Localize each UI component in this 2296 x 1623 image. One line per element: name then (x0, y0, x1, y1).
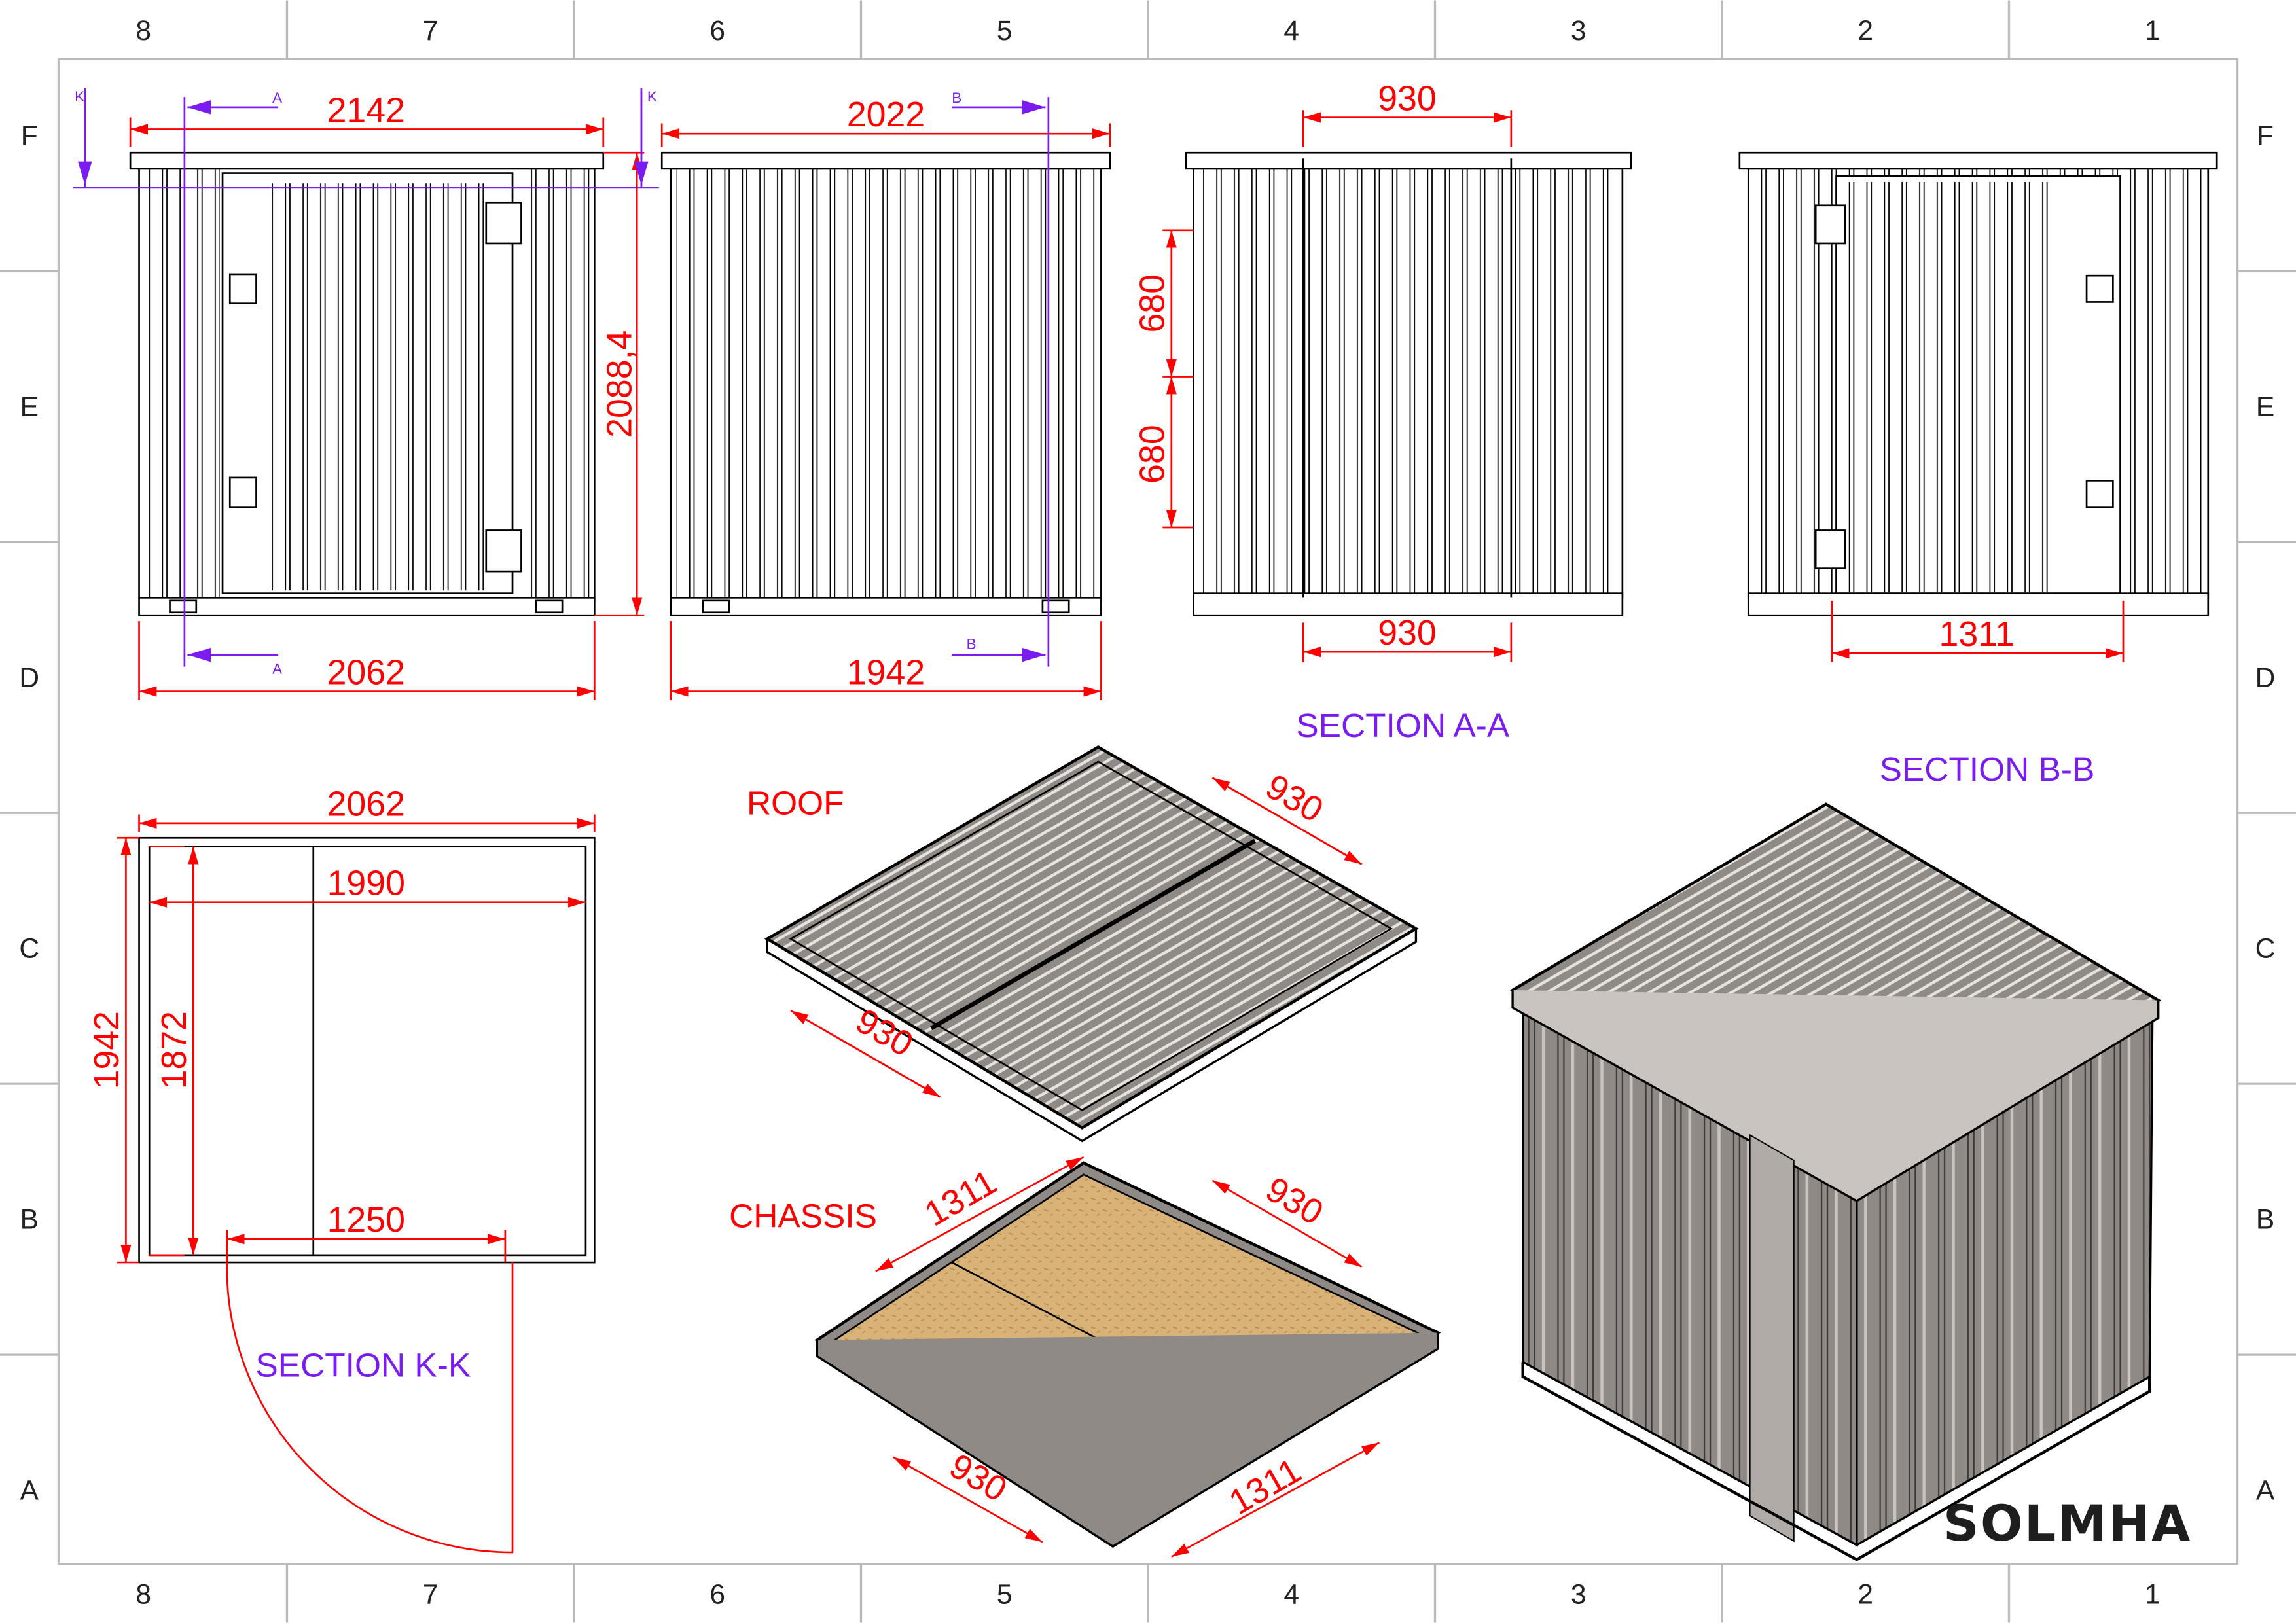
hinge-icon (1814, 204, 1846, 245)
lock-icon (2085, 480, 2114, 508)
row-label: D (2255, 663, 2276, 694)
section-title: SECTION K-K (256, 1346, 471, 1384)
dimension-label: 1250 (327, 1200, 405, 1240)
dimension-label: 680 (1133, 425, 1172, 484)
column-labels-bottom: 8 7 6 5 4 3 2 1 (135, 1579, 2160, 1610)
dimension-label: 2142 (327, 90, 405, 130)
column-label: 2 (1857, 16, 1873, 46)
column-labels-top: 8 7 6 5 4 3 2 1 (135, 16, 2160, 46)
dimension-label: 1872 (154, 1011, 194, 1089)
column-label: 6 (709, 16, 725, 46)
hinge-icon (485, 201, 522, 245)
row-label: C (19, 934, 39, 965)
column-label: 5 (997, 16, 1013, 46)
section-marker: A (272, 661, 282, 677)
dimension-label: 1942 (847, 652, 925, 692)
dimension-label: 930 (1259, 1169, 1330, 1233)
lock-icon (228, 476, 257, 508)
dimension-label: 2088,4 (600, 330, 639, 438)
dimension-label: 680 (1133, 274, 1172, 333)
row-label: D (19, 663, 39, 694)
column-label: 6 (709, 1579, 725, 1610)
row-label: A (2256, 1476, 2275, 1507)
dimension-label: 1990 (327, 864, 405, 903)
row-label: B (20, 1205, 39, 1236)
chassis-isometric: 1311 930 930 1311 CHASSIS (729, 1156, 1441, 1558)
section-k-k-view: 2062 1990 1942 1872 1250 SECTION K-K (87, 785, 596, 1554)
dimension-label: 2062 (327, 652, 405, 692)
lock-icon (228, 273, 257, 305)
row-label: B (2256, 1205, 2274, 1236)
section-marker: K (75, 88, 84, 105)
column-label: 4 (1283, 1579, 1299, 1610)
column-label: 7 (423, 16, 439, 46)
lock-icon (2085, 274, 2114, 303)
section-marker: B (967, 636, 977, 652)
dimension-label: 2022 (847, 95, 925, 134)
front-view: 2142 2062 2088,4 A A K K (73, 88, 659, 700)
section-marker: B (952, 90, 961, 106)
section-marker: K (647, 88, 657, 105)
row-label: F (21, 121, 38, 152)
row-labels-left: F E D C B A (19, 121, 39, 1506)
column-label: 1 (2145, 1579, 2161, 1610)
hinge-icon (485, 529, 522, 573)
row-label: E (20, 392, 39, 423)
dimension-label: 2062 (327, 785, 405, 824)
dimension-label: 930 (1378, 613, 1437, 652)
dimension-label: 930 (1259, 767, 1330, 830)
dimension-label: 930 (1378, 79, 1437, 118)
section-b-b-view: 1311 SECTION B-B (1738, 151, 2218, 788)
side-view: 2022 1942 B B (660, 90, 1111, 700)
column-label: 8 (135, 1579, 151, 1610)
section-title: SECTION B-B (1880, 750, 2095, 788)
column-label: 7 (423, 1579, 439, 1610)
column-label: 3 (1571, 16, 1587, 46)
roof-isometric: 930 930 ROOF (747, 745, 1419, 1143)
dimension-label: 1942 (87, 1011, 126, 1089)
column-label: 4 (1283, 16, 1299, 46)
dimension-label: 1311 (1939, 615, 2015, 654)
row-label: F (2257, 121, 2274, 152)
container-isometric (1509, 802, 2162, 1561)
row-label: A (20, 1476, 39, 1507)
section-title: SECTION A-A (1296, 706, 1510, 744)
column-label: 8 (135, 16, 151, 46)
column-label: 1 (2145, 16, 2161, 46)
section-a-a-view: 930 930 680 680 SECTION A-A (1133, 79, 1632, 744)
row-label: E (2256, 392, 2274, 423)
column-label: 3 (1571, 1579, 1587, 1610)
solmha-logo: SOLMHA (1943, 1494, 2191, 1552)
row-label: C (2255, 934, 2276, 965)
section-marker: A (272, 90, 282, 106)
row-labels-right: F E D C B A (2255, 121, 2276, 1506)
hinge-icon (1814, 529, 1846, 569)
column-label: 5 (997, 1579, 1013, 1610)
roof-label: ROOF (747, 783, 844, 821)
door-swing-arc (226, 1262, 514, 1554)
column-label: 2 (1857, 1579, 1873, 1610)
chassis-label: CHASSIS (729, 1196, 877, 1234)
